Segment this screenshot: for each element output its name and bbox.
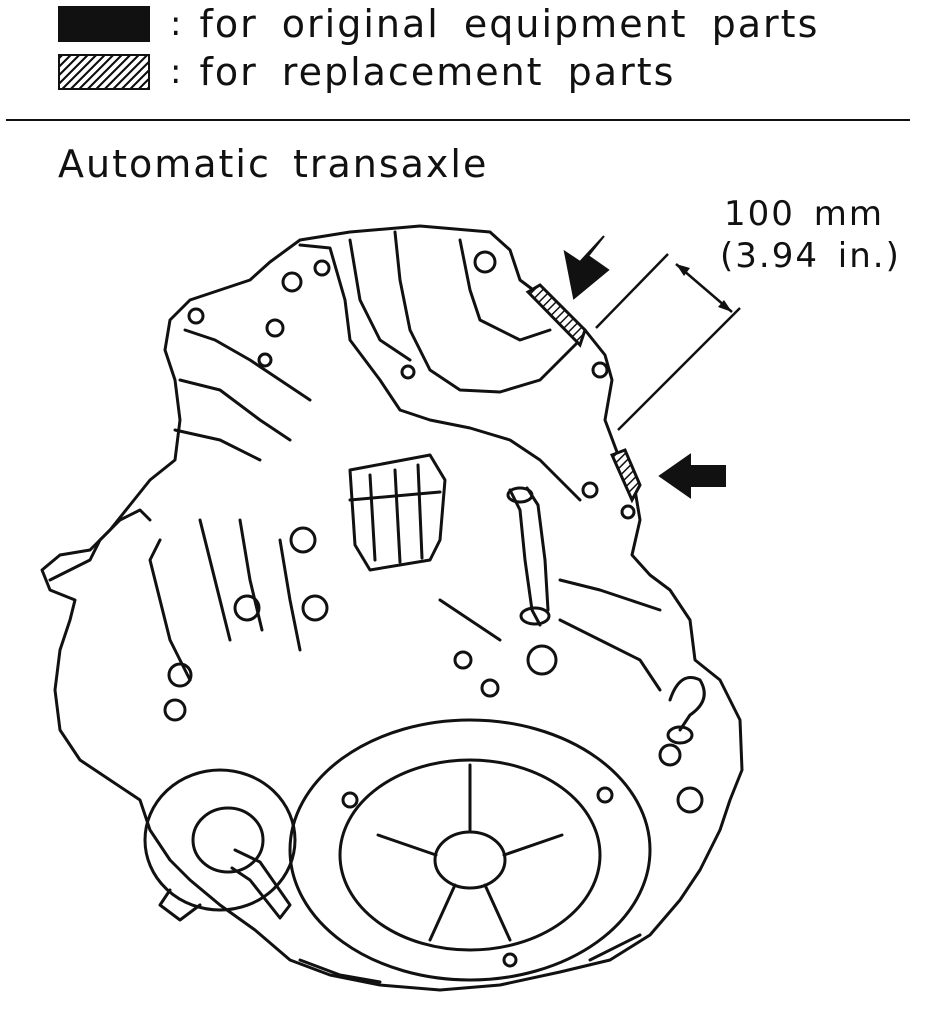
section-title: Automatic transaxle [58, 142, 489, 186]
dimension-imperial-label: (3.94 in.) [720, 236, 901, 276]
dimension-arrowhead-bottom [718, 300, 732, 312]
solenoid-block [348, 453, 447, 572]
lower-arrow [658, 453, 726, 499]
legend-label-original: for original equipment parts [199, 2, 820, 46]
upper-cover-lines [393, 230, 582, 394]
upper-arrow [563, 235, 610, 300]
converter-hub [433, 830, 507, 890]
legend-label-replacement: for replacement parts [199, 50, 676, 94]
converter-housing [288, 718, 652, 982]
dipstick-tube [508, 488, 542, 627]
wiring-harness [48, 508, 152, 582]
valve-body [298, 243, 582, 502]
upper-seal-area [525, 283, 587, 348]
section-divider [6, 119, 910, 121]
original-parts-swatch [58, 6, 150, 42]
housing-outline [40, 224, 744, 992]
dimension-extension-upper [595, 253, 669, 329]
differential-housing [143, 768, 297, 912]
legend-separator: : [170, 4, 182, 44]
lifting-hook [668, 676, 706, 732]
legend-row-original: : for original equipment parts [58, 2, 819, 46]
dimension-metric-label: 100 mm [724, 194, 884, 234]
replacement-parts-swatch [58, 54, 150, 90]
drive-shaft-stub [230, 848, 292, 920]
legend-separator: : [170, 52, 182, 92]
dimension-extension-lower [617, 307, 741, 431]
legend-row-replacement: : for replacement parts [58, 50, 675, 94]
lower-seal-area [609, 448, 642, 504]
dimension-arrowhead-top [676, 264, 690, 276]
